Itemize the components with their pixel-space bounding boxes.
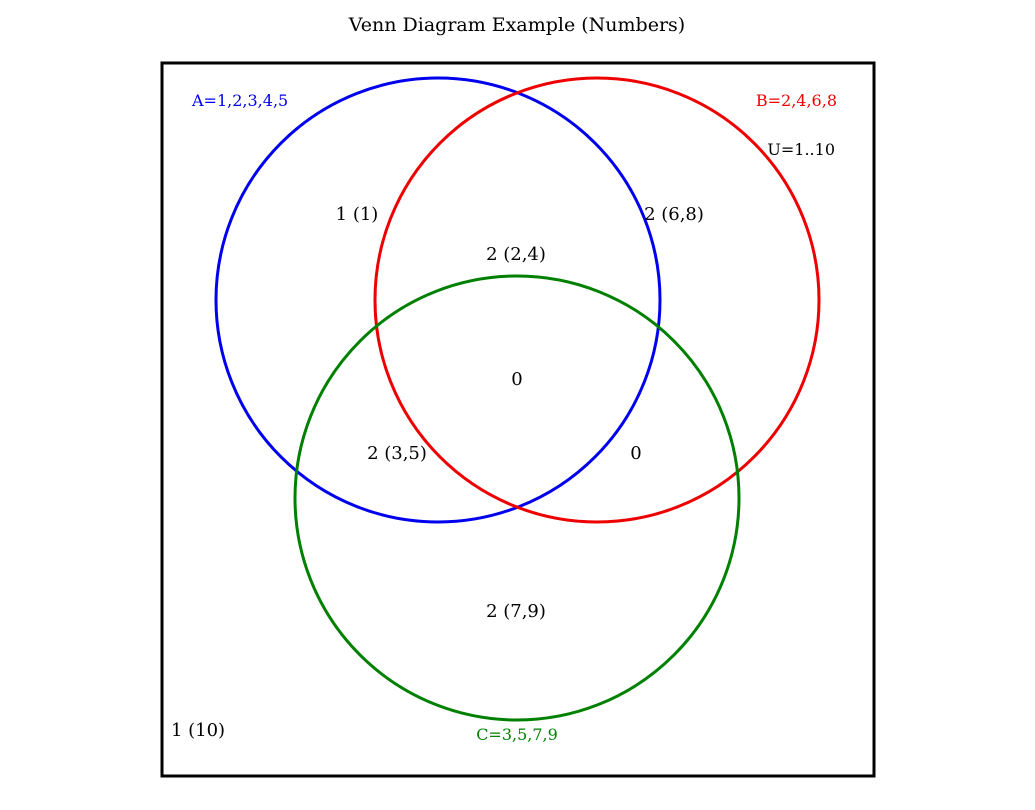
universe-label: U=1..10	[767, 140, 835, 159]
region-a-only: 1 (1)	[336, 204, 379, 225]
set-b-label: B=2,4,6,8	[756, 91, 837, 110]
region-ab-only: 2 (2,4)	[486, 244, 546, 265]
diagram-title: Venn Diagram Example (Numbers)	[348, 14, 685, 36]
region-bc-only: 0	[630, 443, 641, 464]
set-b-circle	[373, 76, 821, 524]
region-b-only: 2 (6,8)	[644, 204, 704, 225]
universe-box	[160, 61, 876, 778]
set-a-circle	[214, 76, 662, 524]
region-abc: 0	[511, 369, 522, 390]
region-outside: 1 (10)	[171, 720, 225, 741]
region-ac-only: 2 (3,5)	[367, 443, 427, 464]
set-c-circle	[293, 274, 741, 722]
region-c-only: 2 (7,9)	[486, 601, 546, 622]
set-c-label: C=3,5,7,9	[476, 725, 558, 744]
set-a-label: A=1,2,3,4,5	[191, 91, 288, 110]
